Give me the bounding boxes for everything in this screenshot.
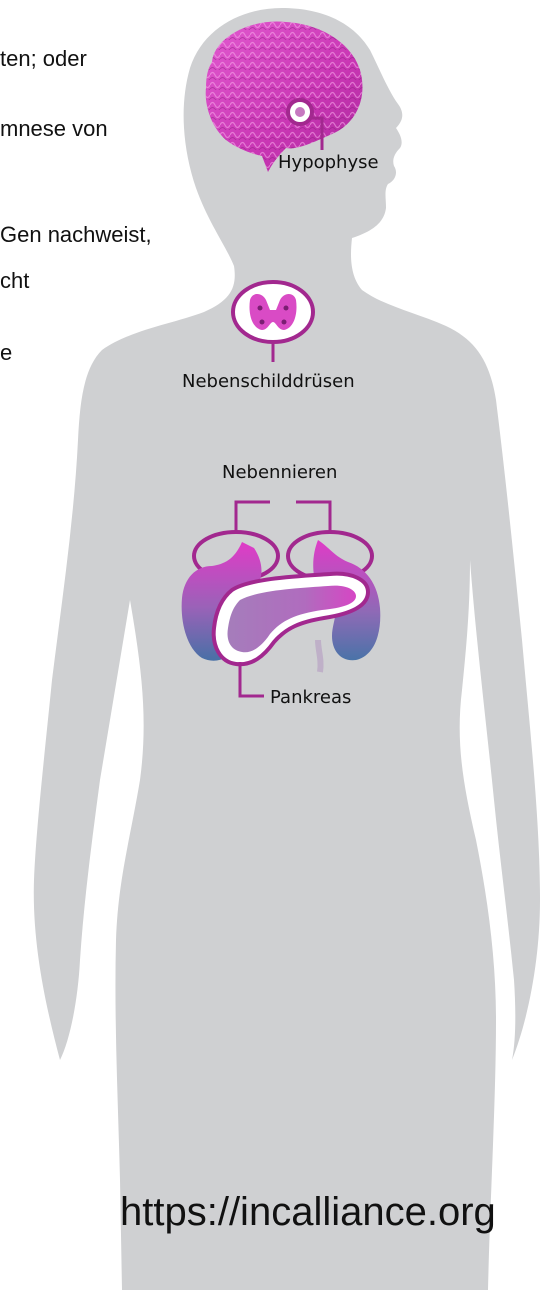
label-hypophyse: Hypophyse xyxy=(278,152,379,173)
label-nebenschilddruesen: Nebenschilddrüsen xyxy=(182,371,355,392)
label-nebennieren: Nebennieren xyxy=(222,462,337,483)
label-pankreas: Pankreas xyxy=(270,687,351,708)
body-silhouette xyxy=(34,8,540,1290)
source-url-link[interactable]: https://incalliance.org xyxy=(120,1190,496,1235)
